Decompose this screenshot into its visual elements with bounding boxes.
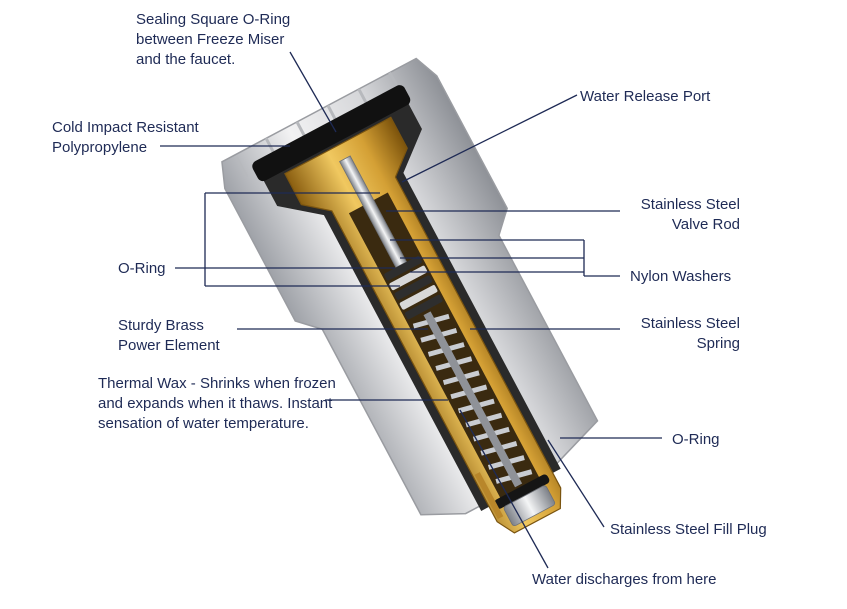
grip-ridges [234,71,402,178]
leader-sealing-oring [289,51,337,133]
label-oring-right: O-Ring [672,431,720,448]
leader-nylon-washers [390,239,620,277]
label-spring: Stainless Steel Spring [640,315,740,352]
label-water-release-port: Water Release Port [580,88,711,105]
spring-guide-rod [423,311,523,488]
thermal-wax-chamber [474,472,504,520]
label-water-discharge: Water discharges from here [532,571,717,588]
label-polypropylene: Cold Impact Resistant Polypropylene [52,119,199,156]
sealing-square-oring [252,85,411,182]
label-oring-left: O-Ring [118,260,166,277]
leader-water-release-port [401,94,578,183]
label-brass-power-element: Sturdy Brass Power Element [118,317,220,354]
label-nylon-washers: Nylon Washers [630,268,732,285]
leader-discharge [459,409,549,569]
oring-bottom [494,474,550,509]
stainless-fill-plug [503,485,556,527]
leader-oring-left [175,192,400,287]
label-fill-plug: Stainless Steel Fill Plug [610,521,767,538]
label-thermal-wax: Thermal Wax - Shrinks when frozen and ex… [98,375,336,432]
label-sealing-square-oring: Sealing Square O-Ring between Freeze Mis… [136,11,291,68]
assembly-group [221,57,599,534]
label-valve-rod: Stainless Steel Valve Rod [640,196,740,233]
leader-fill-plug [547,439,605,528]
leader-lines [160,51,662,569]
